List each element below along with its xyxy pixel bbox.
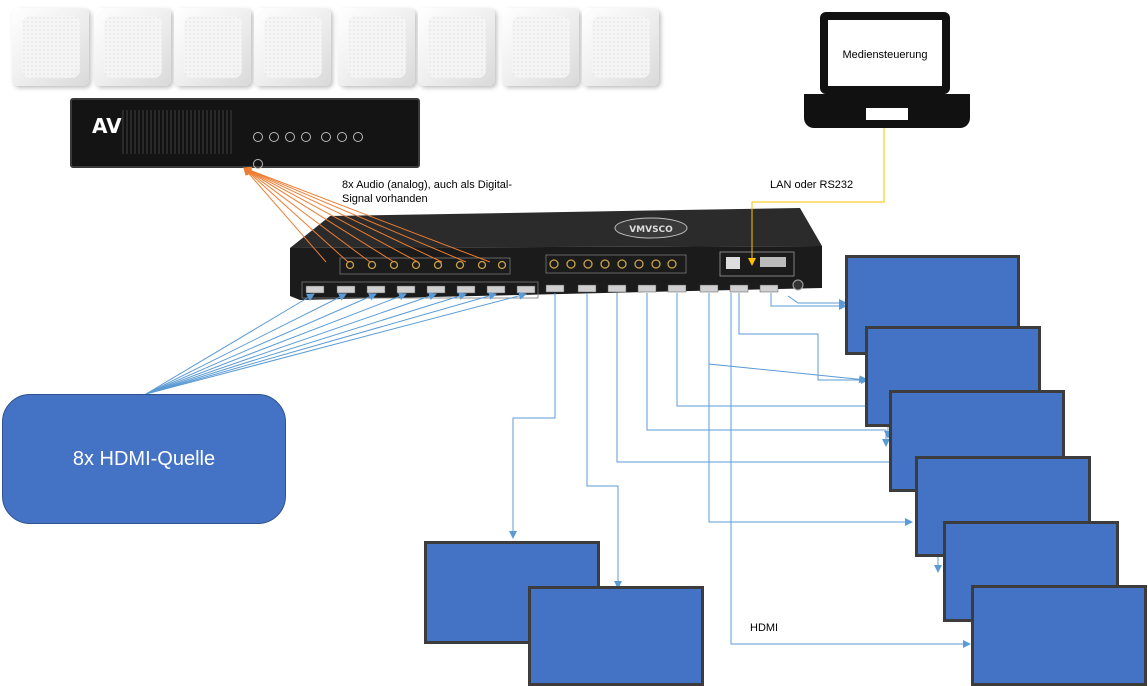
amplifier: AV: [70, 98, 420, 169]
audio-label-line-2: Signal vorhanden: [342, 193, 428, 205]
audio-label: 8x Audio (analog), auch als Digital- Sig…: [342, 178, 512, 206]
audio-connections: [243, 166, 491, 263]
speaker: [12, 8, 89, 86]
laptop-label: Mediensteuerung: [842, 49, 928, 61]
lan-connection: [748, 128, 885, 266]
speaker: [94, 8, 171, 86]
laptop-screen: Mediensteuerung: [820, 12, 950, 94]
hdmi-input-connections: [145, 291, 527, 395]
display-screen: [971, 585, 1147, 686]
speaker: [338, 8, 415, 86]
hdmi-label: HDMI: [750, 622, 779, 634]
hdmi-matrix-switcher: VMVSCO: [290, 208, 822, 300]
amplifier-logo: AV: [92, 114, 122, 138]
speaker: [582, 8, 659, 86]
amplifier-controls: [250, 120, 380, 169]
hdmi-source-label: 8x HDMI-Quelle: [72, 447, 216, 470]
hdmi-source-box: 8x HDMI-Quelle: [2, 394, 286, 524]
speaker: [418, 8, 495, 86]
speaker: [174, 8, 251, 86]
display-screen: [528, 586, 704, 686]
laptop-base: [804, 94, 970, 128]
svg-text:VMVSCO: VMVSCO: [629, 225, 673, 235]
speaker: [254, 8, 331, 86]
audio-label-line-1: 8x Audio (analog), auch als Digital-: [342, 179, 512, 191]
speaker: [502, 8, 579, 86]
lan-label: LAN oder RS232: [770, 179, 854, 191]
